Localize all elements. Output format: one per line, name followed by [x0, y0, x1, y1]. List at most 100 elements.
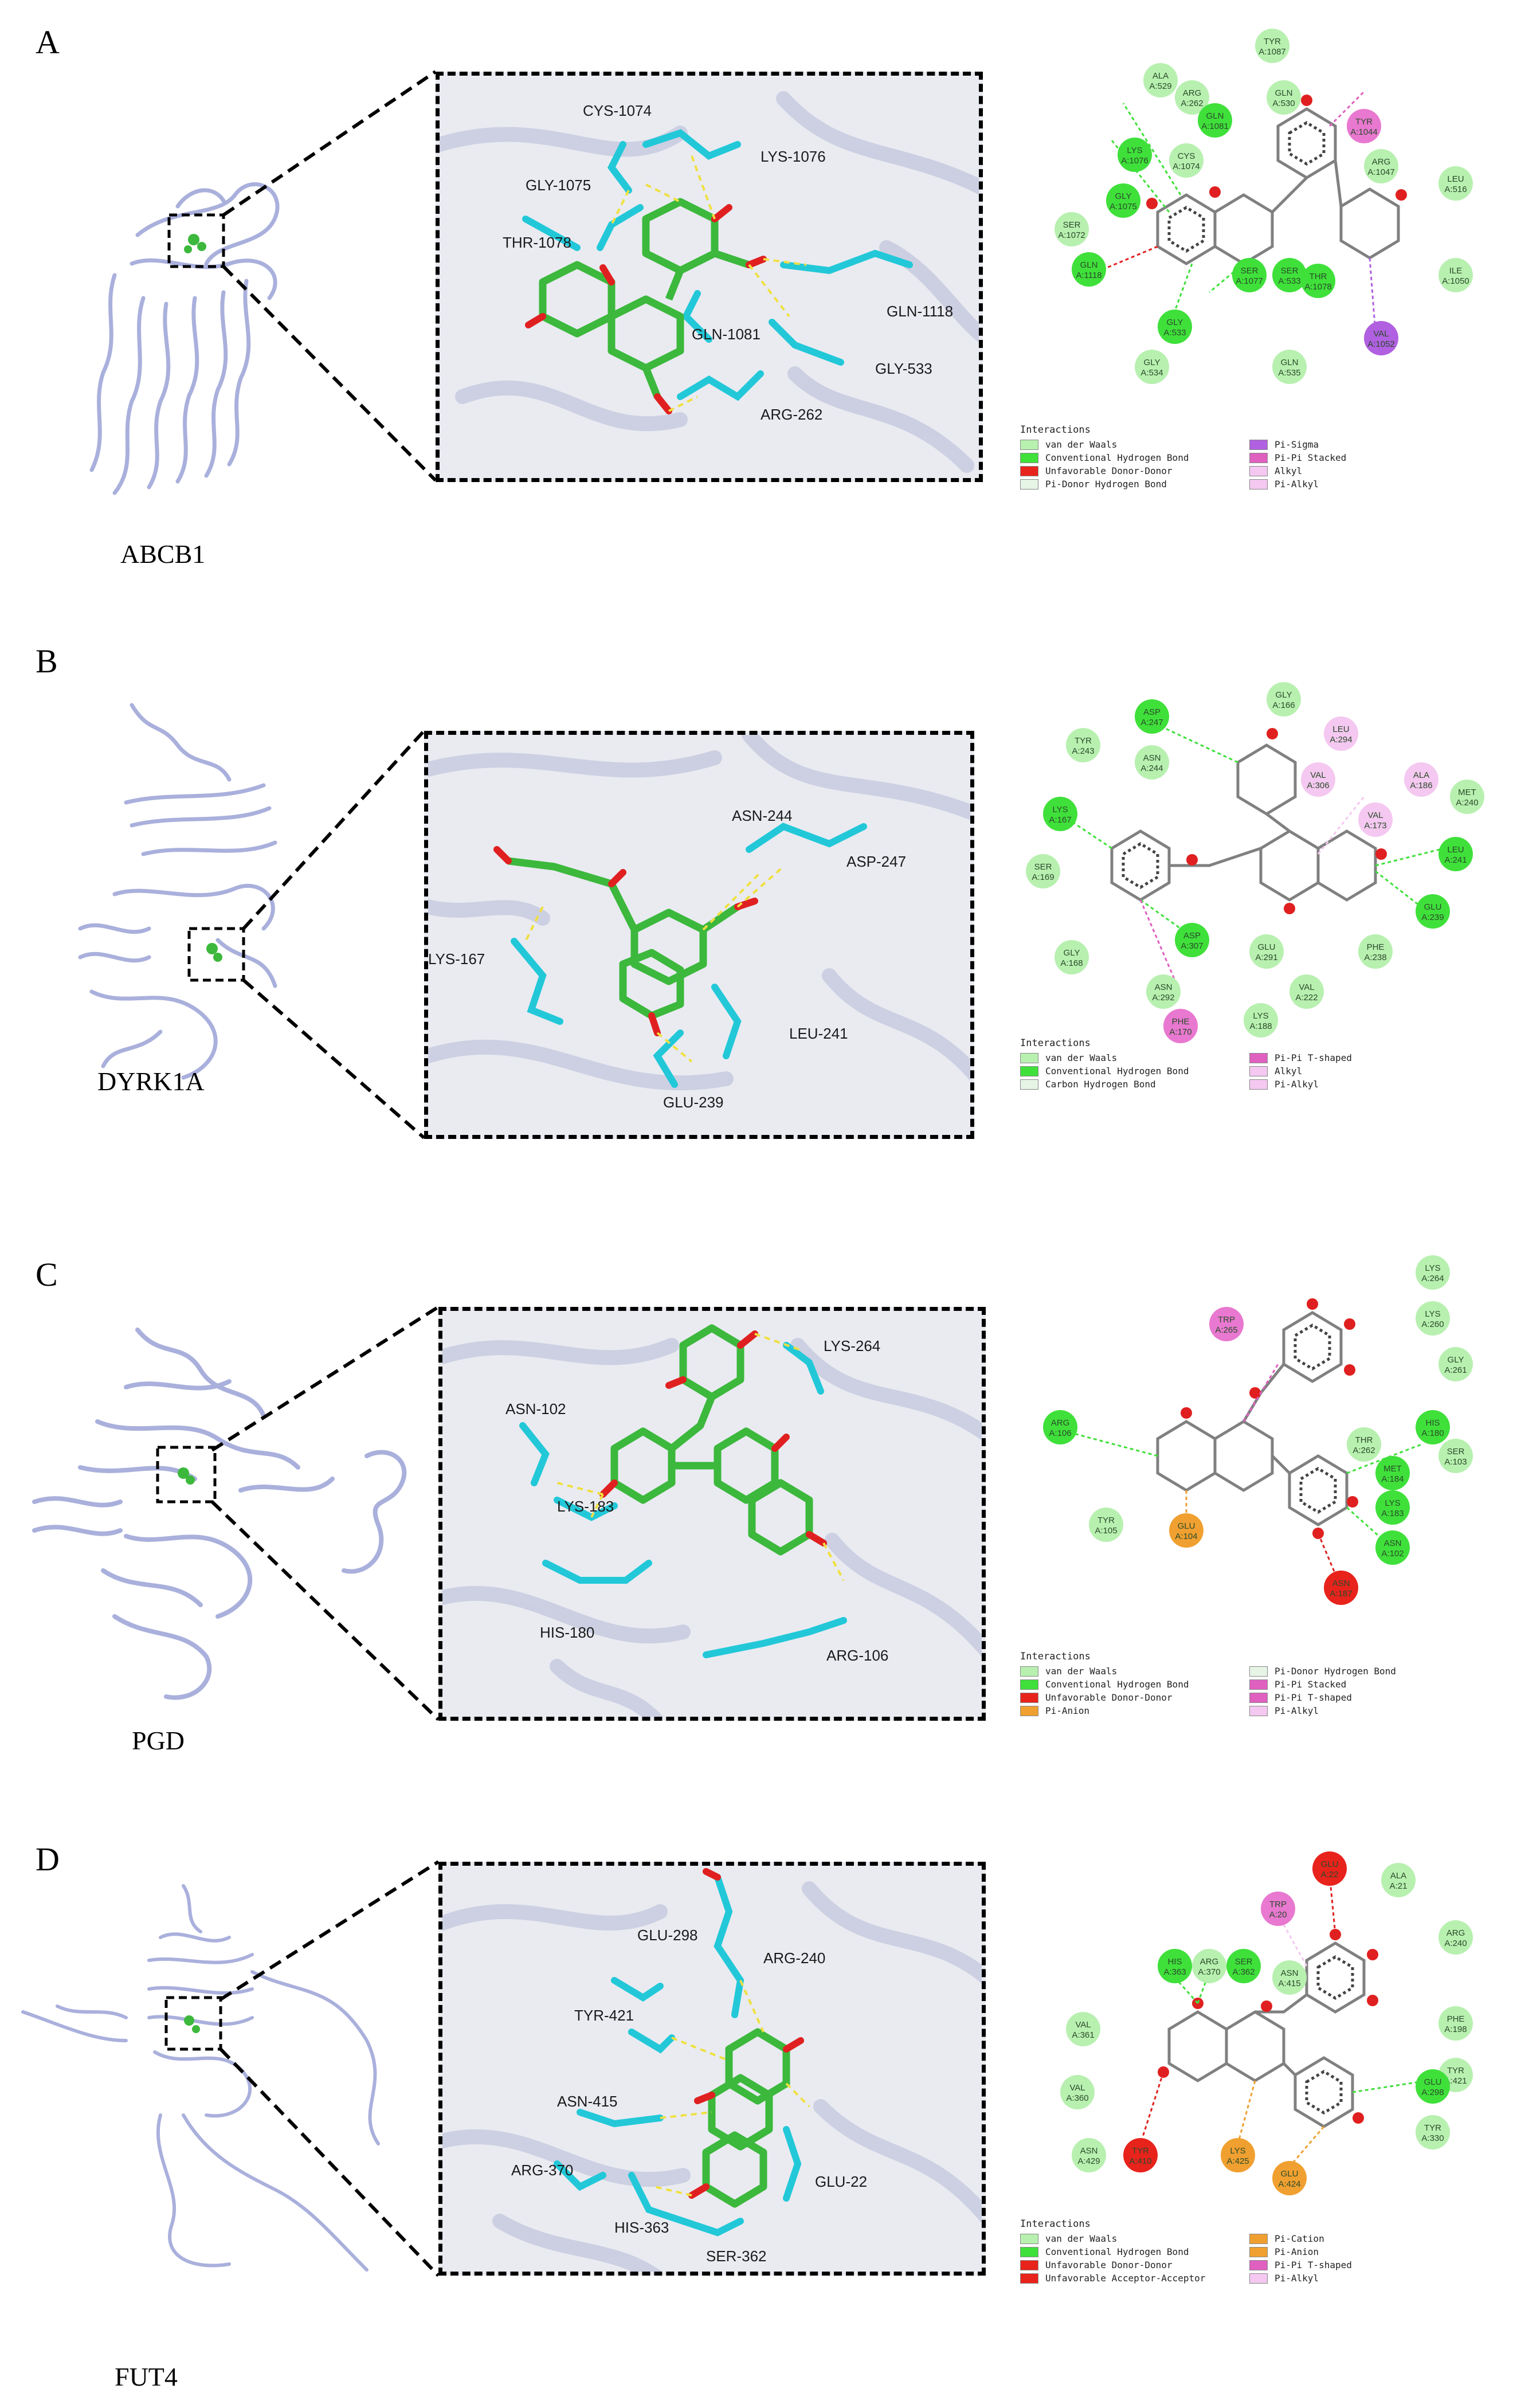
residue-bubble-label: A:330: [1421, 2133, 1444, 2143]
residue-bubble-label: A:1047: [1367, 167, 1395, 177]
legend-item: van der Waals: [1020, 1666, 1249, 1677]
residue-bubble-label: A:170: [1169, 1027, 1191, 1037]
residue-bubble-label: A:415: [1278, 1979, 1300, 1988]
residue-bubble-label: ARG: [1447, 1928, 1465, 1938]
svg-text:THR-1078: THR-1078: [503, 234, 571, 251]
residue-bubble-label: A:1087: [1259, 47, 1286, 57]
residue-bubble-label: GLU: [1178, 1521, 1195, 1531]
legend-item: Alkyl: [1249, 465, 1479, 476]
residue-bubble-label: GLU: [1258, 942, 1276, 952]
residue-bubble-label: A:429: [1077, 2156, 1100, 2166]
residue-bubble-label: A:180: [1421, 1428, 1444, 1438]
legend-item: Pi-Cation: [1249, 2233, 1479, 2244]
residue-bubble-label: GLU: [1424, 902, 1442, 912]
residue-bubble-label: LYS: [1385, 1498, 1400, 1508]
residue-bubble-label: SER: [1447, 1447, 1465, 1456]
protein-name: DYRK1A: [97, 1067, 205, 1096]
residue-bubble-label: TYR: [1447, 2066, 1464, 2076]
residue-bubble-label: A:1077: [1236, 276, 1263, 286]
residue-bubble-label: A:529: [1149, 81, 1171, 91]
svg-text:CYS-1074: CYS-1074: [583, 102, 652, 119]
svg-text:GLN-1118: GLN-1118: [887, 303, 953, 320]
legend-item: Pi-Alkyl: [1249, 479, 1479, 490]
legend-item: van der Waals: [1020, 1052, 1249, 1063]
svg-text:ASN-102: ASN-102: [505, 1400, 566, 1418]
residue-bubble-label: A:102: [1381, 1549, 1404, 1559]
residue-bubble-label: A:1044: [1350, 127, 1378, 137]
residue-bubble-label: A:168: [1060, 958, 1083, 968]
panel-letter: C: [36, 1256, 58, 1293]
residue-bubble-label: A:166: [1272, 700, 1295, 710]
panel-letter: D: [36, 1841, 60, 1878]
residue-bubble-label: VAL: [1299, 982, 1314, 992]
residue-bubble-label: A:104: [1175, 1532, 1197, 1541]
residue-bubble-label: A:1075: [1110, 202, 1137, 212]
residue-bubble-label: ALA: [1153, 71, 1169, 81]
svg-text:LYS-1076: LYS-1076: [761, 148, 826, 165]
legend-item: Unfavorable Donor-Donor: [1020, 2260, 1249, 2270]
residue-bubble-label: SER: [1235, 1957, 1253, 1967]
residue-bubble-label: HIS: [1167, 1957, 1182, 1967]
residue-bubble-label: A:186: [1410, 781, 1432, 790]
residue-bubble-label: TYR: [1424, 2123, 1441, 2133]
residue-bubble-label: A:410: [1129, 2156, 1151, 2166]
protein-name: ABCB1: [120, 539, 206, 569]
residue-bubble-label: A:198: [1444, 2025, 1467, 2034]
svg-text:SER-362: SER-362: [706, 2248, 767, 2265]
residue-bubble-label: ILE: [1449, 266, 1463, 276]
residue-bubble-label: A:421: [1444, 2076, 1467, 2086]
svg-text:ARG-262: ARG-262: [761, 406, 822, 423]
residue-bubble-label: SER: [1034, 862, 1052, 872]
residue-bubble-label: CYS: [1178, 151, 1195, 161]
residue-bubble-label: LYS: [1425, 1309, 1440, 1319]
residue-bubble-label: PHE: [1447, 2014, 1465, 2024]
residue-bubble-label: A:105: [1095, 1526, 1117, 1536]
residue-bubble-label: LYS: [1253, 1011, 1268, 1021]
residue-bubble-label: A:362: [1232, 1967, 1255, 1977]
binding-site-zoom: CYS-1074 LYS-1076 GLY-1075 THR-1078 GLN-…: [436, 72, 983, 482]
residue-bubble-label: A:183: [1381, 1509, 1404, 1518]
legend-item: Pi-Pi T-shaped: [1249, 1052, 1479, 1063]
residue-bubble-label: LYS: [1425, 1263, 1440, 1273]
residue-bubble-label: ASN: [1155, 982, 1173, 992]
residue-bubble-label: PHE: [1172, 1017, 1190, 1027]
residue-bubble-label: A:360: [1066, 2093, 1088, 2103]
residue-bubble-label: HIS: [1425, 1418, 1440, 1428]
legend-item: Unfavorable Donor-Donor: [1020, 1692, 1249, 1703]
residue-bubble-label: TRP: [1218, 1315, 1235, 1325]
residue-bubble-label: A:20: [1269, 1910, 1287, 1920]
residue-bubble-label: GLY: [1167, 318, 1183, 327]
residue-bubble-label: A:1118: [1076, 271, 1102, 280]
residue-bubble-label: A:361: [1072, 2030, 1094, 2040]
residue-bubble-label: A:370: [1198, 1967, 1220, 1977]
residue-bubble-label: A:1081: [1201, 122, 1229, 131]
residue-bubble-label: VAL: [1373, 329, 1389, 339]
residue-bubble-label: GLU: [1321, 1859, 1339, 1869]
residue-bubble-label: A:262: [1353, 1446, 1375, 1455]
residue-bubble-label: ASN: [1080, 2146, 1098, 2156]
residue-bubble-label: A:247: [1140, 718, 1163, 727]
residue-bubble-label: A:244: [1140, 763, 1163, 773]
interaction-2d-diagram: ASPA:247GLYA:166TYRA:243LEUA:294ASNA:244…: [1026, 682, 1484, 1043]
residue-bubble-label: TYR: [1097, 1516, 1115, 1525]
